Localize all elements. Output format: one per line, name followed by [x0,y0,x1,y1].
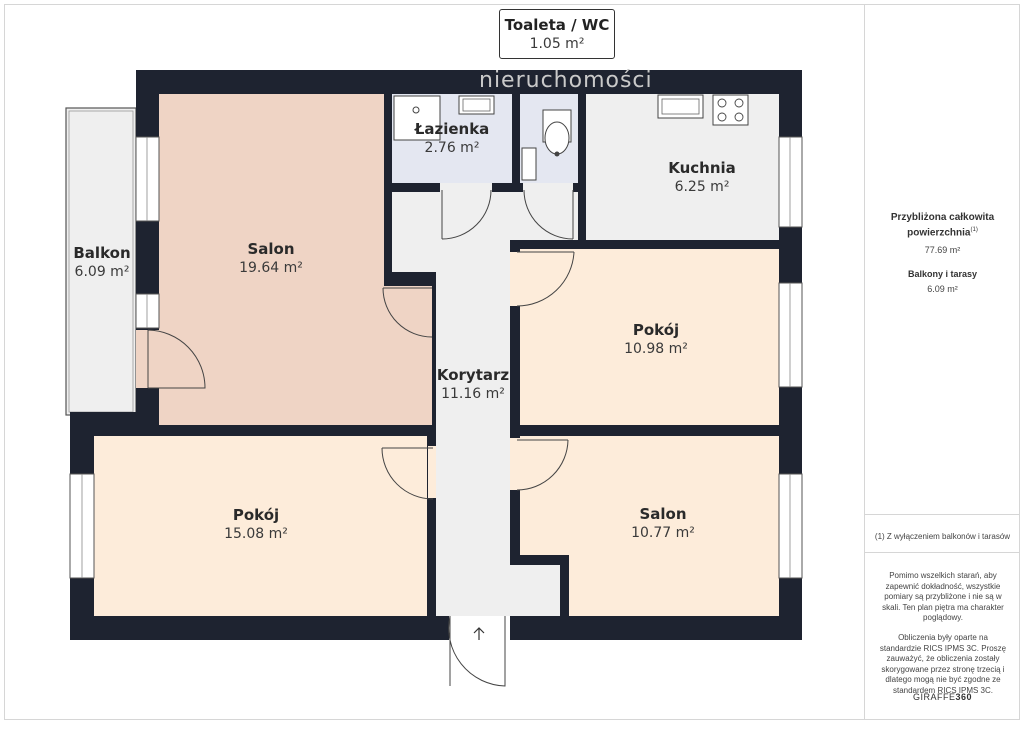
wall-lower-right-post [560,555,569,616]
divider [865,552,1020,553]
room-label-lazienka: Łazienka 2.76 m² [415,120,490,156]
room-label-kuchnia: Kuchnia 6.25 m² [668,159,736,195]
wall-kitchen-bottom [520,240,779,249]
door-swing-pokoj-right [516,251,575,307]
brand-text-b: 360 [955,692,973,702]
wall-lower-right-step [510,555,569,565]
total-area-footnote-mark: (1) [970,227,978,233]
wall-lower-right-jog [510,436,520,555]
wall-rooms-right-sep [510,425,779,436]
door-opening-salon-right [510,438,520,490]
room-name: Łazienka [414,120,490,138]
door-swing-toilet [523,189,574,240]
room-area: 6.09 m² [74,264,130,280]
toilet-callout: Toaleta / WC 1.05 m² [499,9,615,59]
bathroom-shower [393,95,441,141]
room-area: 2.76 m² [424,140,480,156]
door-swing-bath [441,189,492,240]
wall-corridor-jog [384,272,436,286]
wall-mid-right [510,240,520,436]
kitchen-sink-inner [661,98,700,115]
divider [865,514,1020,515]
toilet-sink [521,147,537,181]
wall-corridor-lower-left [428,425,436,616]
info-sidebar: Przybliżona całkowita powierzchnia(1) 77… [864,4,1020,720]
salon-right-floor [520,436,779,555]
bathroom-sink [458,95,495,115]
room-name: Pokój [232,506,280,524]
wall-toilet-kitchen [578,94,586,192]
entrance-arrow-icon [473,627,485,640]
door-swing-salon [382,287,433,338]
door-swing-pokoj-left [381,447,434,500]
window-mullions [81,137,791,578]
room-name: Salon [639,505,687,523]
toilet-area: 1.05 m² [529,36,585,52]
room-area: 6.25 m² [674,179,730,195]
room-label-korytarz: Korytarz 11.16 m² [437,366,509,402]
balcony-area-title: Balkony i tarasy [907,269,978,279]
page-frame [4,4,1020,720]
bathroom-sink-inner [462,98,491,112]
total-area-title: Przybliżona całkowita powierzchnia(1) [865,211,1020,239]
door-swing-salon-right [516,439,569,491]
balcony-area-value: 6.09 m² [927,284,958,294]
room-name: Korytarz [436,366,510,384]
toilet-bowl [544,121,570,155]
brand-text-a: GIRAFFE [912,692,956,702]
door-opening-pokoj-left [428,446,436,498]
room-label-balkon: Balkon 6.09 m² [73,244,130,280]
korytarz-floor-d [510,555,560,616]
pokoj-right-floor [520,249,779,425]
toilet-flush [554,151,560,157]
korytarz-floor-c [392,192,512,272]
floor-plan: nieruchomości Toaleta / WC 1.05 m² Balko… [65,9,803,687]
total-area-value: 77.69 m² [924,245,961,255]
room-area: 11.16 m² [441,386,505,402]
balcony-door-swing [147,329,206,389]
brand-logo: GIRAFFE360 [865,692,1020,702]
stove-burners [717,98,744,122]
disclaimer-standard: Obliczenia były oparte na standardzie RI… [879,633,1007,695]
floor-plan-drawing [65,70,803,687]
room-name: Balkon [73,244,131,262]
salon-right-floor-b [569,555,779,616]
room-area: 19.64 m² [239,260,303,276]
shower-drain [412,106,420,114]
room-label-pokoj-right: Pokój 10.98 m² [624,321,688,357]
kitchen-stove [712,94,749,126]
footnote: (1) Z wyłączeniem balkonów i tarasów [874,532,1011,541]
room-label-salon-right: Salon 10.77 m² [631,505,695,541]
wall-corridor-left [384,94,392,274]
door-opening-bath [440,183,492,192]
pokoj-left-floor [94,436,427,616]
balcony-area [65,107,137,416]
kitchen-sink [657,94,704,119]
door-opening-pokoj-right [510,252,520,306]
room-label-pokoj-left: Pokój 15.08 m² [224,506,288,542]
disclaimer-accuracy: Pomimo wszelkich starań, aby zapewnić do… [882,571,1004,622]
toilet-name: Toaleta / WC [504,16,610,34]
room-area: 10.77 m² [631,525,695,541]
room-name: Pokój [632,321,680,339]
wall-left-sep [94,425,436,436]
entrance-door-swing [448,615,506,687]
watermark: nieruchomości [479,68,653,93]
room-name: Kuchnia [668,159,736,177]
door-opening-toilet [523,183,573,192]
wall-bath-toilet [512,94,520,192]
door-opening-salon [384,286,392,338]
room-area: 15.08 m² [224,526,288,542]
room-name: Salon [247,240,295,258]
korytarz-floor-b [436,240,510,616]
room-area: 10.98 m² [624,341,688,357]
total-area-title-text: Przybliżona całkowita powierzchnia [890,212,995,239]
room-label-salon-main: Salon 19.64 m² [239,240,303,276]
